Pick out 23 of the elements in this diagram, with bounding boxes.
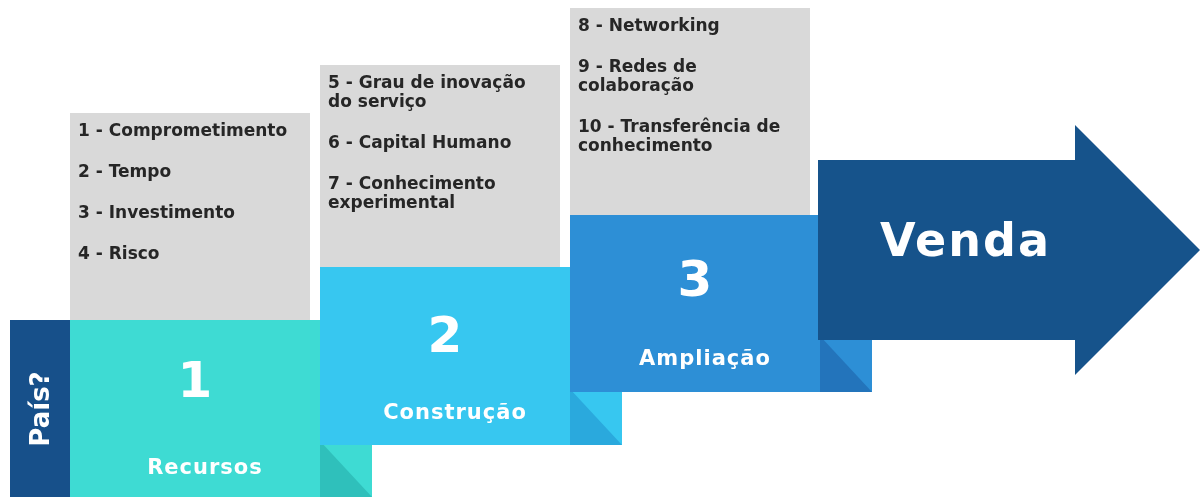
list-item: 1 - Comprometimento	[78, 121, 289, 140]
list-item: 3 - Investimento	[78, 203, 236, 222]
list-item: 5 - Grau de inovação do serviço	[328, 73, 527, 111]
list-item: 4 - Risco	[78, 244, 161, 263]
arrow-label: Venda	[880, 213, 1051, 267]
list-item: 2 - Tempo	[78, 162, 173, 181]
item-list-panel	[70, 113, 310, 320]
step-number: 2	[426, 307, 464, 363]
side-label: País?	[25, 370, 55, 447]
list-item: 9 - Redes de colaboração	[578, 57, 698, 95]
step-title: Recursos	[146, 455, 264, 479]
list-item: 10 - Transferência de conhecimento	[578, 117, 782, 155]
step-title: Ampliação	[638, 346, 772, 370]
item-list-panel	[320, 65, 560, 267]
list-item: 8 - Networking	[578, 16, 721, 35]
step-number: 1	[176, 352, 214, 408]
side-label-bar	[10, 320, 70, 497]
list-item: 7 - Conhecimento experimental	[328, 174, 497, 212]
list-item: 6 - Capital Humano	[328, 133, 513, 152]
step-title: Construção	[382, 400, 528, 424]
arrow-shape	[818, 125, 1200, 375]
step-number: 3	[676, 251, 714, 307]
item-list-panel	[570, 8, 810, 215]
